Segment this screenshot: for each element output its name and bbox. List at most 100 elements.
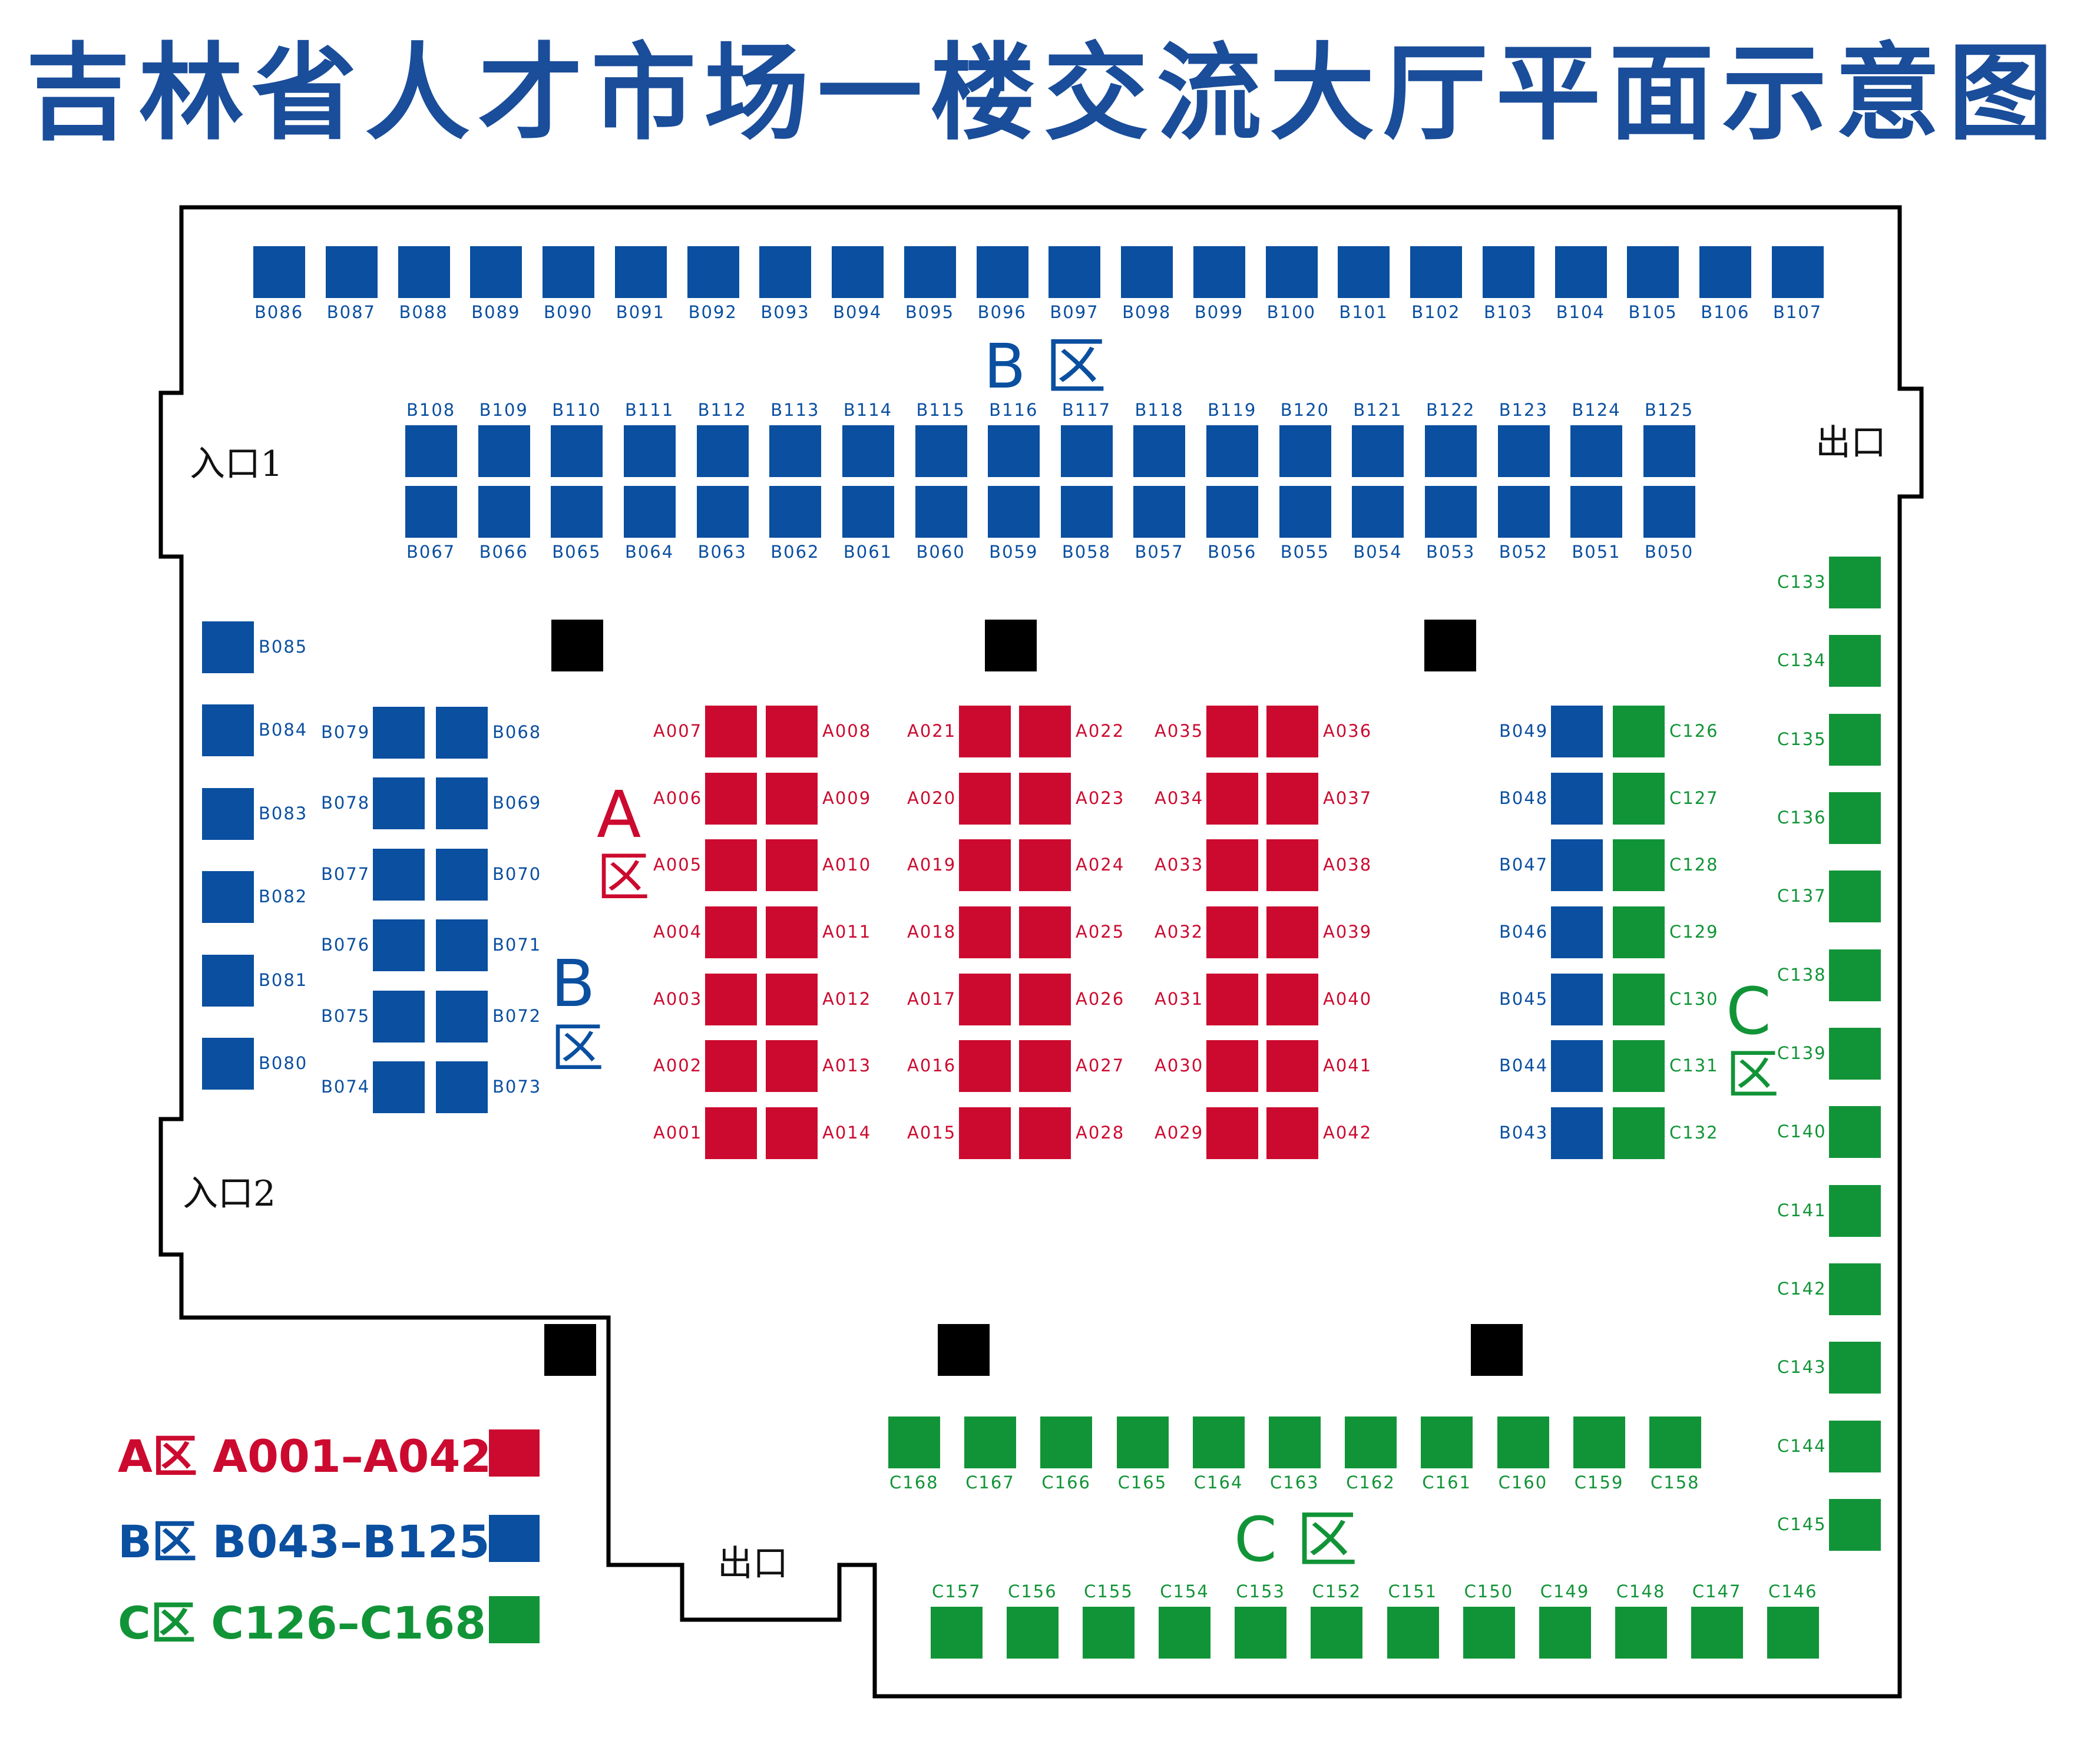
booth-b059[interactable] (988, 486, 1040, 538)
booth-b049[interactable] (1551, 706, 1603, 757)
booth-c166[interactable] (1040, 1417, 1093, 1468)
booth-b118[interactable] (1133, 425, 1186, 477)
booth-b056[interactable] (1206, 486, 1259, 538)
booth-b055[interactable] (1279, 486, 1331, 538)
booth-a029[interactable] (1206, 1107, 1258, 1159)
booth-b110[interactable] (551, 425, 603, 477)
booth-c149[interactable] (1539, 1607, 1591, 1659)
booth-c135[interactable] (1829, 713, 1881, 766)
booth-b096[interactable] (976, 246, 1028, 298)
booth-b081[interactable] (202, 954, 254, 1007)
booth-c128[interactable] (1613, 839, 1665, 892)
booth-b108[interactable] (405, 425, 457, 477)
booth-b043[interactable] (1551, 1107, 1603, 1159)
booth-b044[interactable] (1551, 1040, 1603, 1093)
booth-b097[interactable] (1049, 246, 1101, 298)
booth-b120[interactable] (1279, 425, 1331, 477)
booth-c168[interactable] (888, 1417, 940, 1468)
booth-a030[interactable] (1206, 1040, 1258, 1093)
booth-a008[interactable] (766, 706, 818, 757)
booth-c141[interactable] (1829, 1184, 1881, 1237)
booth-b091[interactable] (614, 246, 667, 298)
booth-a018[interactable] (959, 906, 1011, 958)
booth-b047[interactable] (1551, 839, 1603, 892)
booth-b102[interactable] (1410, 246, 1463, 298)
booth-c136[interactable] (1829, 792, 1881, 844)
booth-c139[interactable] (1829, 1028, 1881, 1080)
booth-a036[interactable] (1266, 706, 1318, 757)
booth-b064[interactable] (623, 486, 676, 538)
booth-b105[interactable] (1627, 246, 1679, 298)
booth-b100[interactable] (1265, 246, 1318, 298)
booth-b052[interactable] (1497, 486, 1550, 538)
booth-a031[interactable] (1206, 973, 1258, 1025)
booth-b101[interactable] (1338, 246, 1390, 298)
booth-b084[interactable] (202, 704, 254, 757)
booth-a035[interactable] (1206, 706, 1258, 757)
booth-a013[interactable] (766, 1040, 818, 1093)
booth-b075[interactable] (373, 990, 425, 1042)
booth-b070[interactable] (436, 848, 488, 901)
booth-b073[interactable] (436, 1061, 488, 1113)
booth-a026[interactable] (1019, 973, 1071, 1025)
booth-b067[interactable] (405, 486, 457, 538)
booth-b095[interactable] (904, 246, 956, 298)
booth-a012[interactable] (766, 973, 818, 1025)
booth-c157[interactable] (931, 1607, 983, 1659)
booth-c126[interactable] (1613, 706, 1665, 757)
booth-a041[interactable] (1266, 1040, 1318, 1093)
booth-b094[interactable] (832, 246, 884, 298)
booth-b113[interactable] (769, 425, 822, 477)
booth-b062[interactable] (769, 486, 822, 538)
booth-b109[interactable] (478, 425, 530, 477)
booth-c163[interactable] (1269, 1417, 1321, 1468)
booth-b076[interactable] (373, 919, 425, 972)
booth-a009[interactable] (766, 772, 818, 825)
booth-b065[interactable] (551, 486, 603, 538)
booth-b086[interactable] (253, 246, 305, 298)
booth-b046[interactable] (1551, 906, 1603, 958)
booth-b060[interactable] (915, 486, 967, 538)
booth-b106[interactable] (1699, 246, 1752, 298)
booth-c143[interactable] (1829, 1342, 1881, 1394)
booth-a040[interactable] (1266, 973, 1318, 1025)
booth-b087[interactable] (325, 246, 378, 298)
booth-b098[interactable] (1121, 246, 1173, 298)
booth-c138[interactable] (1829, 949, 1881, 1001)
booth-c165[interactable] (1116, 1417, 1169, 1468)
booth-b072[interactable] (436, 990, 488, 1042)
booth-a003[interactable] (705, 973, 757, 1025)
booth-a042[interactable] (1266, 1107, 1318, 1159)
booth-a037[interactable] (1266, 772, 1318, 825)
booth-c154[interactable] (1159, 1607, 1211, 1659)
booth-a022[interactable] (1019, 706, 1071, 757)
booth-a014[interactable] (766, 1107, 818, 1159)
booth-a027[interactable] (1019, 1040, 1071, 1093)
booth-b083[interactable] (202, 787, 254, 840)
booth-b068[interactable] (436, 707, 488, 759)
booth-c134[interactable] (1829, 635, 1881, 687)
booth-b057[interactable] (1133, 486, 1186, 538)
booth-a023[interactable] (1019, 772, 1071, 825)
booth-c156[interactable] (1007, 1607, 1059, 1659)
booth-a015[interactable] (959, 1107, 1011, 1159)
booth-b092[interactable] (687, 246, 739, 298)
booth-b078[interactable] (373, 777, 425, 830)
booth-c153[interactable] (1235, 1607, 1287, 1659)
booth-b066[interactable] (478, 486, 530, 538)
booth-c130[interactable] (1613, 973, 1665, 1025)
booth-a002[interactable] (705, 1040, 757, 1093)
booth-c140[interactable] (1829, 1106, 1881, 1159)
booth-a010[interactable] (766, 839, 818, 892)
booth-c127[interactable] (1613, 772, 1665, 825)
booth-b123[interactable] (1497, 425, 1550, 477)
booth-c145[interactable] (1829, 1499, 1881, 1551)
booth-a024[interactable] (1019, 839, 1071, 892)
booth-a034[interactable] (1206, 772, 1258, 825)
booth-b077[interactable] (373, 848, 425, 901)
booth-b122[interactable] (1425, 425, 1477, 477)
booth-c142[interactable] (1829, 1263, 1881, 1315)
booth-c150[interactable] (1463, 1607, 1515, 1659)
booth-a016[interactable] (959, 1040, 1011, 1093)
booth-a011[interactable] (766, 906, 818, 958)
